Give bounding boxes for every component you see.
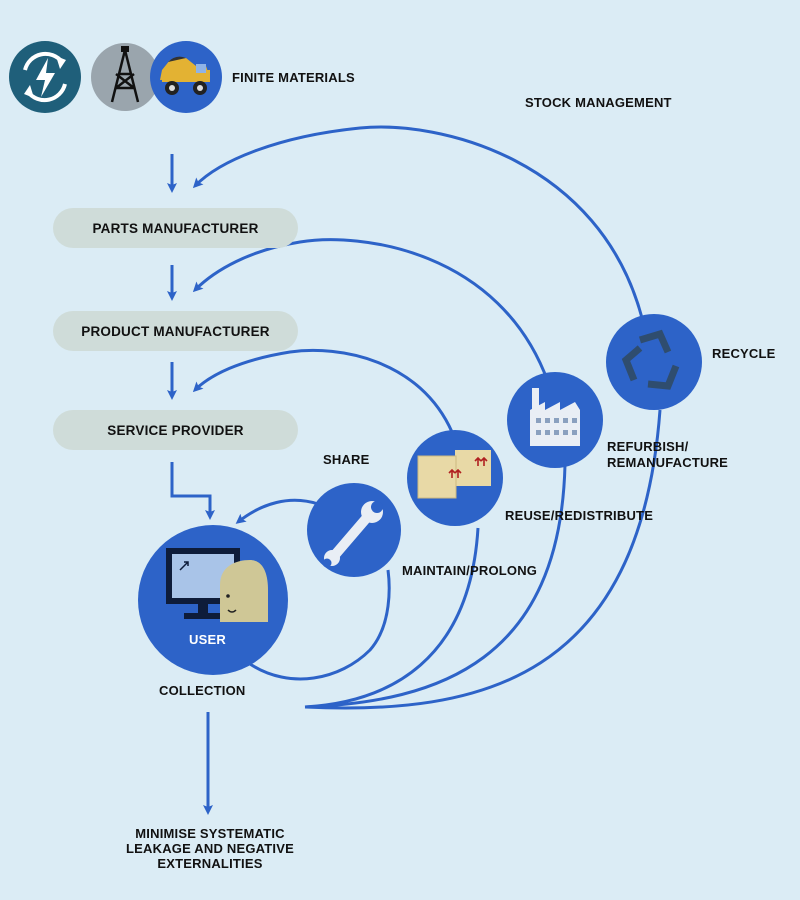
product-manufacturer-stage: PRODUCT MANUFACTURER [53,311,298,351]
stock-management-label: STOCK MANAGEMENT [525,95,672,110]
reuse-arc [192,348,454,433]
recycle-return [304,409,662,710]
refurbish-return [304,464,567,709]
leakage-label-line3: EXTERNALITIES [157,856,263,871]
boxes-icon [407,430,503,526]
reuse-label: REUSE/REDISTRIBUTE [505,508,654,523]
maintain-label: MAINTAIN/PROLONG [402,563,538,578]
collection-label: COLLECTION [159,683,246,698]
share-arc [235,498,319,524]
leakage-label-line2: LEAKAGE AND NEGATIVE [126,841,294,856]
main-flow-arrows [167,154,215,815]
user-label: USER [189,632,226,647]
stock-management-arc [192,125,644,319]
energy-cycle-icon [9,41,81,113]
wrench-icon [307,483,401,577]
refurbish-arc [192,238,550,383]
factory-icon [507,372,603,468]
refurbish-label-line2: REMANUFACTURE [607,455,729,470]
loop-arcs [192,125,662,710]
share-label: SHARE [323,452,370,467]
service-provider-stage: SERVICE PROVIDER [53,410,298,450]
user-icon [138,525,288,675]
reuse-return [304,527,480,709]
leakage-label-line1: MINIMISE SYSTEMATIC [135,826,285,841]
mining-truck-icon [150,41,222,113]
recycle-icon [606,314,702,410]
parts-manufacturer-stage: PARTS MANUFACTURER [53,208,298,248]
finite-materials-label: FINITE MATERIALS [232,70,355,85]
refurbish-label-line1: REFURBISH/ [607,439,689,454]
maintain-loop [249,569,391,681]
recycle-label: RECYCLE [712,346,776,361]
oil-rig-icon [91,43,159,111]
